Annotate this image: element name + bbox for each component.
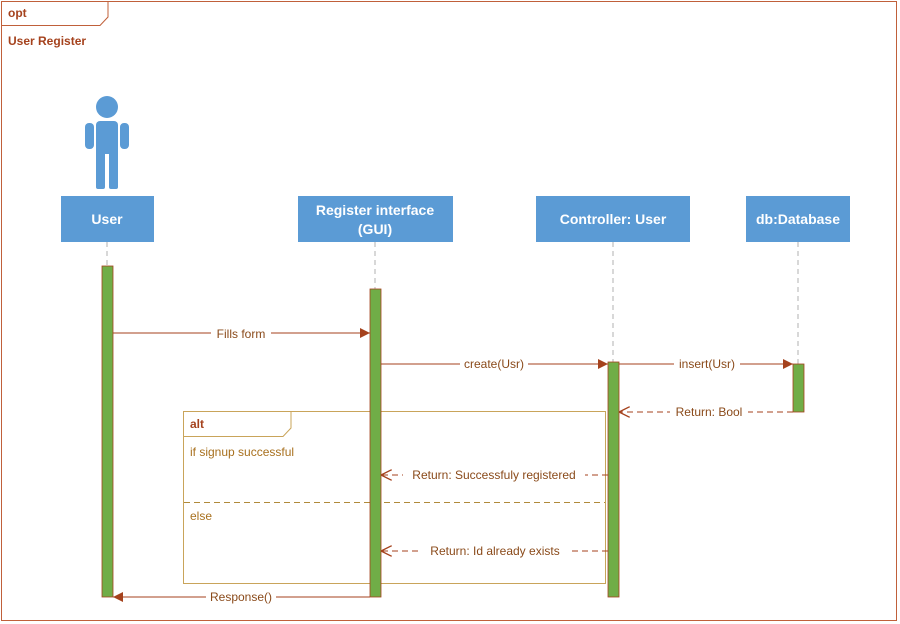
participant-db: db:Database bbox=[746, 196, 850, 242]
alt-operator-label: alt bbox=[190, 417, 204, 431]
activation-db bbox=[792, 363, 805, 413]
participant-gui-label-line2: (GUI) bbox=[358, 221, 392, 237]
message-create-label: create(Usr) bbox=[464, 357, 524, 371]
activation-user bbox=[101, 265, 114, 598]
message-return-bool-label: Return: Bool bbox=[676, 405, 743, 419]
message-insert-label: insert(Usr) bbox=[679, 357, 735, 371]
activation-controller bbox=[607, 361, 620, 598]
message-fills-form-label: Fills form bbox=[217, 327, 266, 341]
participant-gui: Register interface (GUI) bbox=[298, 196, 453, 242]
lifelines bbox=[106, 242, 799, 364]
message-return-success-label: Return: Successfuly registered bbox=[412, 468, 575, 482]
opt-operator-label: opt bbox=[8, 6, 27, 20]
message-return-exists-label: Return: Id already exists bbox=[430, 544, 559, 558]
alt-fragment: alt if signup successful else bbox=[183, 411, 606, 584]
participant-db-label: db:Database bbox=[756, 211, 840, 227]
alt-guard-success: if signup successful bbox=[190, 445, 294, 459]
messages: Fills form create(Usr) insert(Usr) Retur… bbox=[113, 325, 793, 605]
participant-controller: Controller: User bbox=[536, 196, 690, 242]
participant-controller-label: Controller: User bbox=[560, 211, 667, 227]
activation-gui bbox=[369, 288, 382, 598]
activations bbox=[101, 265, 805, 598]
participant-gui-label-line1: Register interface bbox=[316, 202, 434, 218]
alt-fragment-border bbox=[183, 411, 606, 584]
participant-user-label: User bbox=[91, 211, 123, 227]
participant-user: User bbox=[61, 196, 154, 242]
opt-frame-title: User Register bbox=[8, 34, 86, 48]
alt-fragment-tab bbox=[183, 411, 292, 437]
opt-frame-tab bbox=[1, 1, 109, 26]
message-response-label: Response() bbox=[210, 590, 272, 604]
user-actor-icon bbox=[85, 96, 129, 189]
alt-guard-else: else bbox=[190, 509, 212, 523]
